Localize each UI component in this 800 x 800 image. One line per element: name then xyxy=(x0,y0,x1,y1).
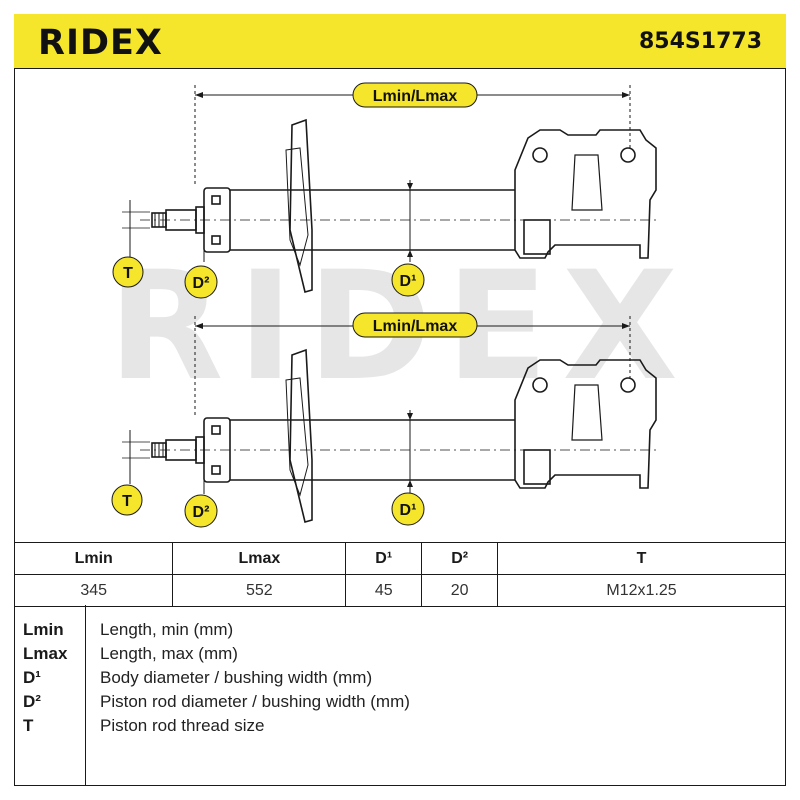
spec-header-lmax: Lmax xyxy=(172,542,347,575)
legend-key: T xyxy=(23,716,34,735)
legend-desc: Piston rod thread size xyxy=(100,716,265,735)
spec-header-lmin: Lmin xyxy=(13,542,174,575)
legend-desc: Body diameter / bushing width (mm) xyxy=(100,668,373,687)
legend-row: T Piston rod thread size xyxy=(15,714,787,738)
part-number: 854S1773 xyxy=(639,29,762,54)
d1-label-top: D¹ xyxy=(400,273,417,290)
legend-desc: Piston rod diameter / bushing width (mm) xyxy=(100,692,410,711)
legend-row: D² Piston rod diameter / bushing width (… xyxy=(15,690,787,714)
spec-value-row: 345 552 45 20 M12x1.25 xyxy=(13,574,786,607)
spec-table: Lmin Lmax D¹ D² T 345 552 45 20 M12x1.25 xyxy=(13,542,786,607)
d2-badge-bottom: D² xyxy=(184,494,218,528)
legend-key: D¹ xyxy=(23,668,41,687)
length-badge-top: Lmin/Lmax xyxy=(352,82,478,108)
spec-value-d2: 20 xyxy=(421,574,499,607)
legend-row: D¹ Body diameter / bushing width (mm) xyxy=(15,666,787,690)
frame-right xyxy=(785,68,786,542)
legend-row: Lmin Length, min (mm) xyxy=(15,618,787,642)
spec-header-d1: D¹ xyxy=(345,542,423,575)
legend-row: Lmax Length, max (mm) xyxy=(15,642,787,666)
strut-top xyxy=(122,85,660,293)
spec-value-lmin: 345 xyxy=(13,574,174,607)
frame-left xyxy=(14,68,15,542)
legend-key: Lmin xyxy=(23,620,64,639)
legend-box: Lmin Length, min (mm) Lmax Length, max (… xyxy=(14,605,786,786)
header-bar: RIDEX 854S1773 xyxy=(14,14,786,69)
length-badge-bottom: Lmin/Lmax xyxy=(352,312,478,338)
strut-bottom xyxy=(122,316,660,523)
length-label-top: Lmin/Lmax xyxy=(373,88,458,105)
d1-badge-top: D¹ xyxy=(391,263,425,297)
spec-value-t: M12x1.25 xyxy=(497,574,786,607)
d2-label-top: D² xyxy=(193,275,210,292)
legend-desc: Length, min (mm) xyxy=(100,620,234,639)
legend-key: Lmax xyxy=(23,644,68,663)
spec-header-d2: D² xyxy=(421,542,499,575)
spec-header-row: Lmin Lmax D¹ D² T xyxy=(13,542,786,575)
t-label-top: T xyxy=(123,265,133,282)
spec-value-d1: 45 xyxy=(345,574,423,607)
legend-divider xyxy=(85,605,86,785)
legend-key: D² xyxy=(23,692,41,711)
t-label-bottom: T xyxy=(122,493,132,510)
spec-header-t: T xyxy=(497,542,786,575)
d2-badge-top: D² xyxy=(184,265,218,299)
d1-label-bottom: D¹ xyxy=(400,502,417,519)
length-label-bottom: Lmin/Lmax xyxy=(373,318,458,335)
spec-value-lmax: 552 xyxy=(172,574,347,607)
t-badge-top: T xyxy=(112,256,144,288)
d2-label-bottom: D² xyxy=(193,504,210,521)
d1-badge-bottom: D¹ xyxy=(391,492,425,526)
brand-logo: RIDEX xyxy=(38,23,163,63)
t-badge-bottom: T xyxy=(111,484,143,516)
shock-absorber-drawing: RIDEX xyxy=(108,82,678,528)
legend-desc: Length, max (mm) xyxy=(100,644,238,663)
